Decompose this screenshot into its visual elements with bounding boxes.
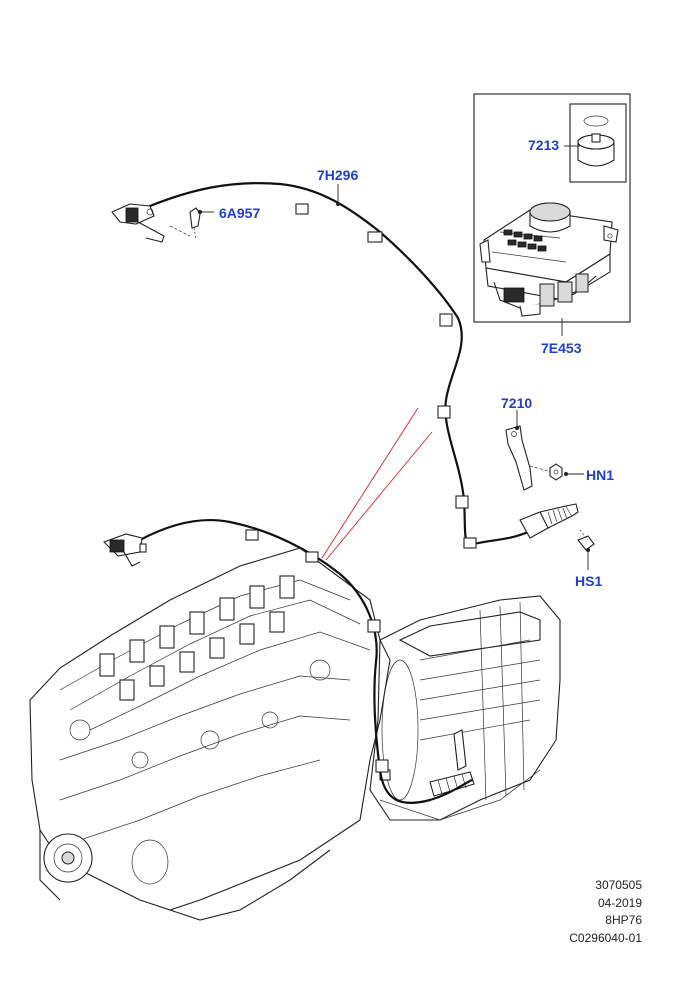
reference-number: 3070505 <box>595 878 642 892</box>
transmission-code: 8HP76 <box>605 913 642 927</box>
drawing-id: C0296040-01 <box>569 930 642 945</box>
callout-7213[interactable]: 7213 <box>528 137 560 153</box>
selector-inset-box <box>473 93 631 336</box>
transmission-part <box>369 595 561 821</box>
callout-7H296[interactable]: 7H296 <box>317 167 359 183</box>
knob-7213-part <box>577 133 615 167</box>
selector-module-7E453-part <box>479 202 619 317</box>
bracket-7210-part <box>505 425 553 491</box>
engine-block-part <box>29 547 391 921</box>
callout-6A957[interactable]: 6A957 <box>219 205 261 221</box>
callout-HN1[interactable]: HN1 <box>586 467 615 483</box>
leader-lines <box>198 145 590 570</box>
callout-7210[interactable]: 7210 <box>501 395 533 411</box>
cable-installed-part <box>103 518 474 804</box>
bolt-HS1-part <box>577 529 595 551</box>
callout-HS1[interactable]: HS1 <box>575 573 603 589</box>
cable-7H296-part <box>111 182 579 549</box>
revision-date: 04-2019 <box>597 895 642 910</box>
nut-HN1-part <box>549 463 563 481</box>
callout-7E453[interactable]: 7E453 <box>541 340 582 356</box>
drawing-reference-block: 3070505 04-2019 8HP76 C0296040-01 <box>569 877 642 947</box>
